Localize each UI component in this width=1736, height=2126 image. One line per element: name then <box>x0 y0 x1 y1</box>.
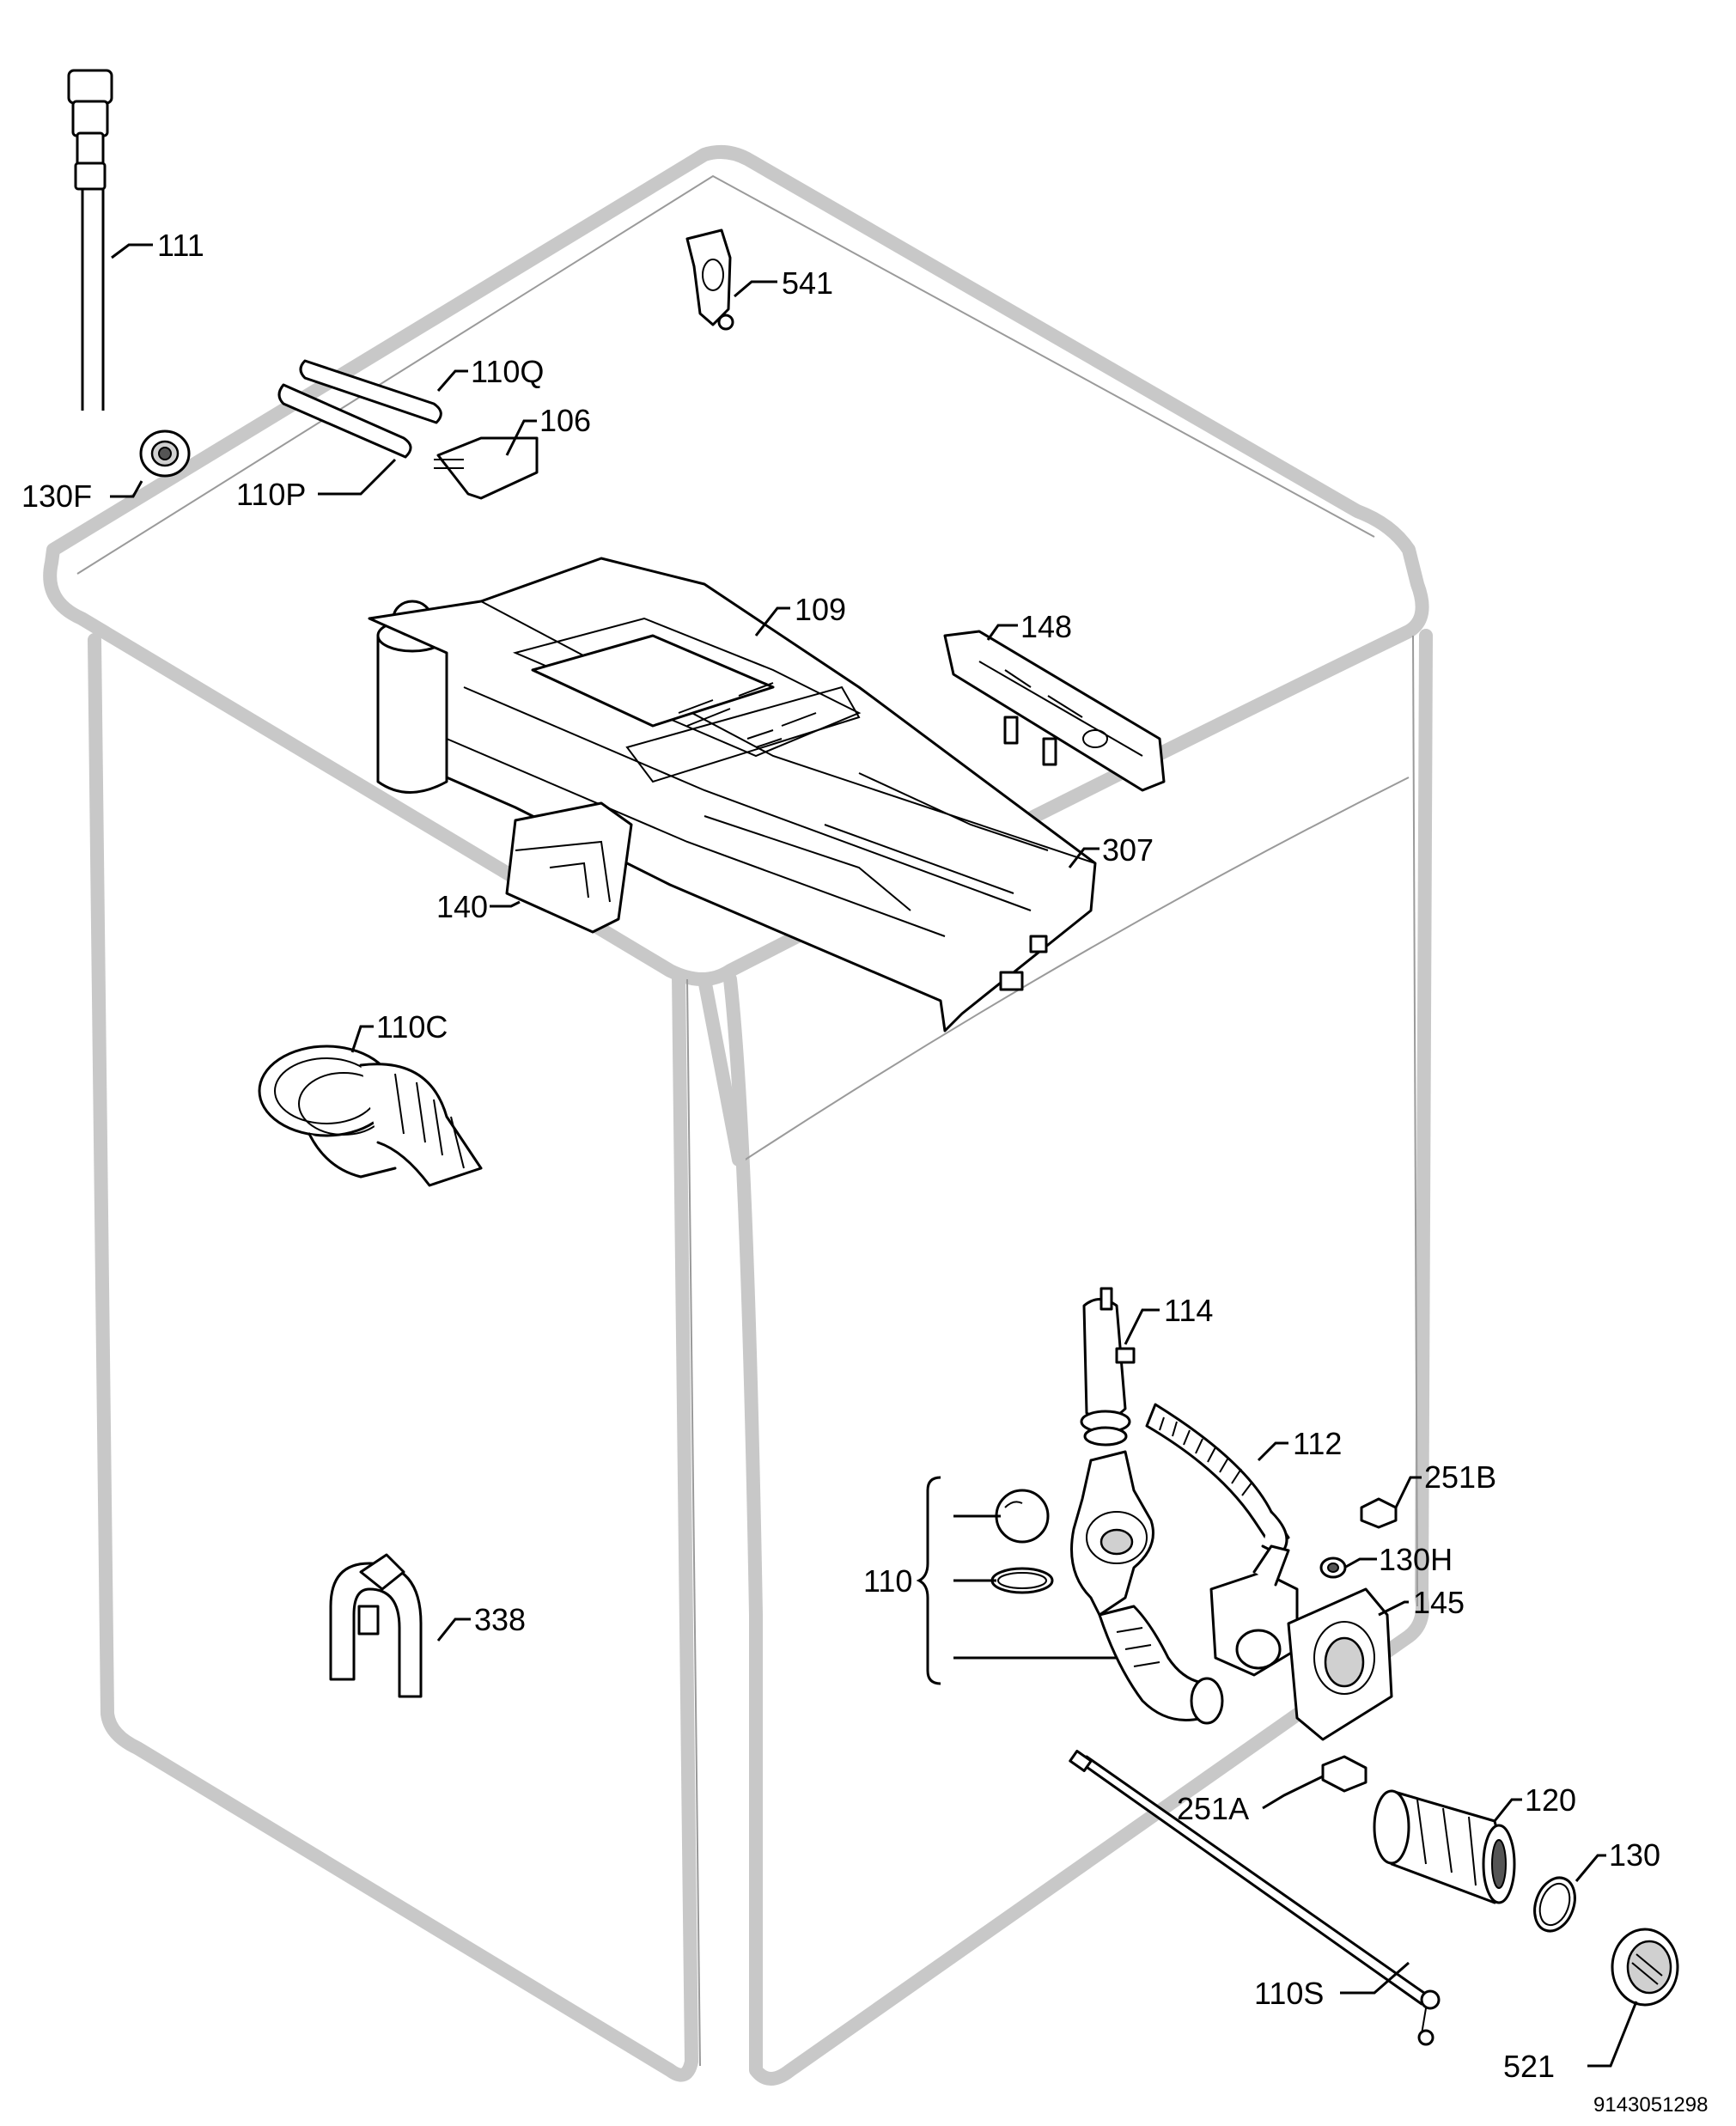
grommet-130F <box>139 429 191 478</box>
label-521: 521 <box>1503 2049 1555 2084</box>
label-120: 120 <box>1525 1782 1576 1818</box>
clip-251B <box>1360 1497 1398 1529</box>
label-106: 106 <box>539 403 591 438</box>
label-110: 110 <box>863 1563 912 1599</box>
hose-guide-338 <box>329 1553 423 1698</box>
bellows-hose-110C <box>258 1045 483 1187</box>
drawing-code: 9143051298 <box>1593 2093 1708 2117</box>
label-145: 145 <box>1413 1585 1465 1620</box>
seal-130H <box>1319 1556 1347 1579</box>
label-251B: 251B <box>1424 1459 1496 1495</box>
label-541: 541 <box>782 265 833 301</box>
corrugated-hose-112 <box>1145 1403 1290 1556</box>
label-110P: 110P <box>236 477 306 512</box>
label-110S: 110S <box>1254 1976 1324 2011</box>
label-338: 338 <box>474 1602 526 1637</box>
label-109: 109 <box>795 592 846 627</box>
rod-110S <box>1069 1750 1441 2046</box>
label-130F: 130F <box>21 478 92 514</box>
label-148: 148 <box>1020 609 1072 644</box>
label-111: 111 <box>157 228 204 263</box>
cabinet-outline <box>43 144 1433 2086</box>
inlet-hose-111 <box>67 69 113 411</box>
panel-148 <box>943 630 1166 792</box>
label-114: 114 <box>1164 1293 1213 1328</box>
label-110C: 110C <box>376 1009 448 1045</box>
label-140: 140 <box>436 889 488 924</box>
o-ring-130 <box>1533 1876 1576 1933</box>
bracket-541 <box>685 228 734 331</box>
cap-521 <box>1611 1928 1679 2007</box>
bracket-106 <box>434 436 539 500</box>
bracket-110 <box>916 1476 941 1685</box>
label-307: 307 <box>1102 832 1154 868</box>
label-251A: 251A <box>1177 1791 1249 1826</box>
leader-lines <box>110 243 1638 2068</box>
pump-housing-145 <box>1209 1544 1393 1741</box>
pump-inlet-110 <box>990 1450 1224 1725</box>
flap-140 <box>505 801 633 934</box>
clip-251A <box>1321 1755 1367 1793</box>
label-110Q: 110Q <box>471 354 544 389</box>
air-chamber-114 <box>1080 1287 1136 1447</box>
label-112: 112 <box>1293 1426 1342 1461</box>
label-130H: 130H <box>1379 1542 1453 1577</box>
part-labels: 111 541 110Q 106 130F 110P 109 148 307 1… <box>21 228 1660 2084</box>
label-130: 130 <box>1609 1837 1660 1873</box>
hoses-110Q-110P <box>277 359 442 459</box>
filter-120 <box>1373 1789 1516 1904</box>
dispenser-assembly-109-307 <box>368 557 1097 1033</box>
